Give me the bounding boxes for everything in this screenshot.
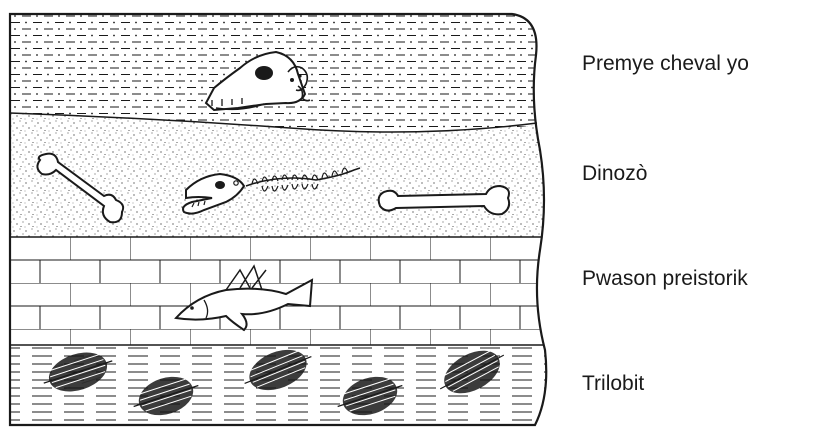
layer-limestone [0,237,560,345]
layer-label-trilobite: Trilobit [582,373,644,394]
layer-sandstone [0,113,560,237]
layer-label-horse: Premye cheval yo [582,53,749,74]
layer-label-fish: Pwason preistorik [582,268,748,289]
layer-label-dinosaur: Dinozò [582,163,647,184]
